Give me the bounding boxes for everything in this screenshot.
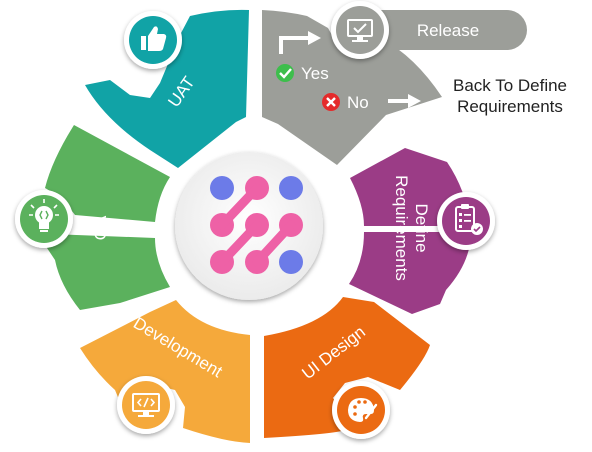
code-monitor-icon [117,376,175,434]
cross-mark [326,97,336,107]
segment-label-qa: QA [91,215,110,240]
check-icon [276,64,294,82]
lightbulb-code-icon [15,190,73,248]
segment-uat [85,9,249,168]
monitor-check-icon [331,1,389,59]
back-to-define-line2: Requirements [457,97,563,116]
logo-connector [217,220,262,267]
logo-connector [252,220,296,267]
logo-dot [210,176,234,200]
segment-qa [25,125,170,310]
segment-ui [264,297,430,438]
clipboard-check-icon [437,192,495,250]
logo-dot [279,250,303,274]
logo-dot [279,176,303,200]
segment-label-define-1: Define [412,203,431,252]
palette-icon [332,381,390,439]
arrow-head [308,31,321,45]
arrow-right-icon [279,36,310,54]
thumbs-up-icon [124,11,182,69]
yes-label: Yes [301,64,329,83]
back-arrow-head [408,94,421,108]
segment-define [349,148,471,314]
segment-label-release: Release [417,21,479,40]
logo-mark [210,176,303,274]
no-label: No [347,93,369,112]
back-to-define-line1: Back To Define [453,76,567,95]
check-mark [279,68,292,79]
segment-dev [80,300,250,443]
logo-connector [217,183,262,230]
segment-label-define-2: Requirements [392,175,411,281]
release-pill [346,10,527,50]
